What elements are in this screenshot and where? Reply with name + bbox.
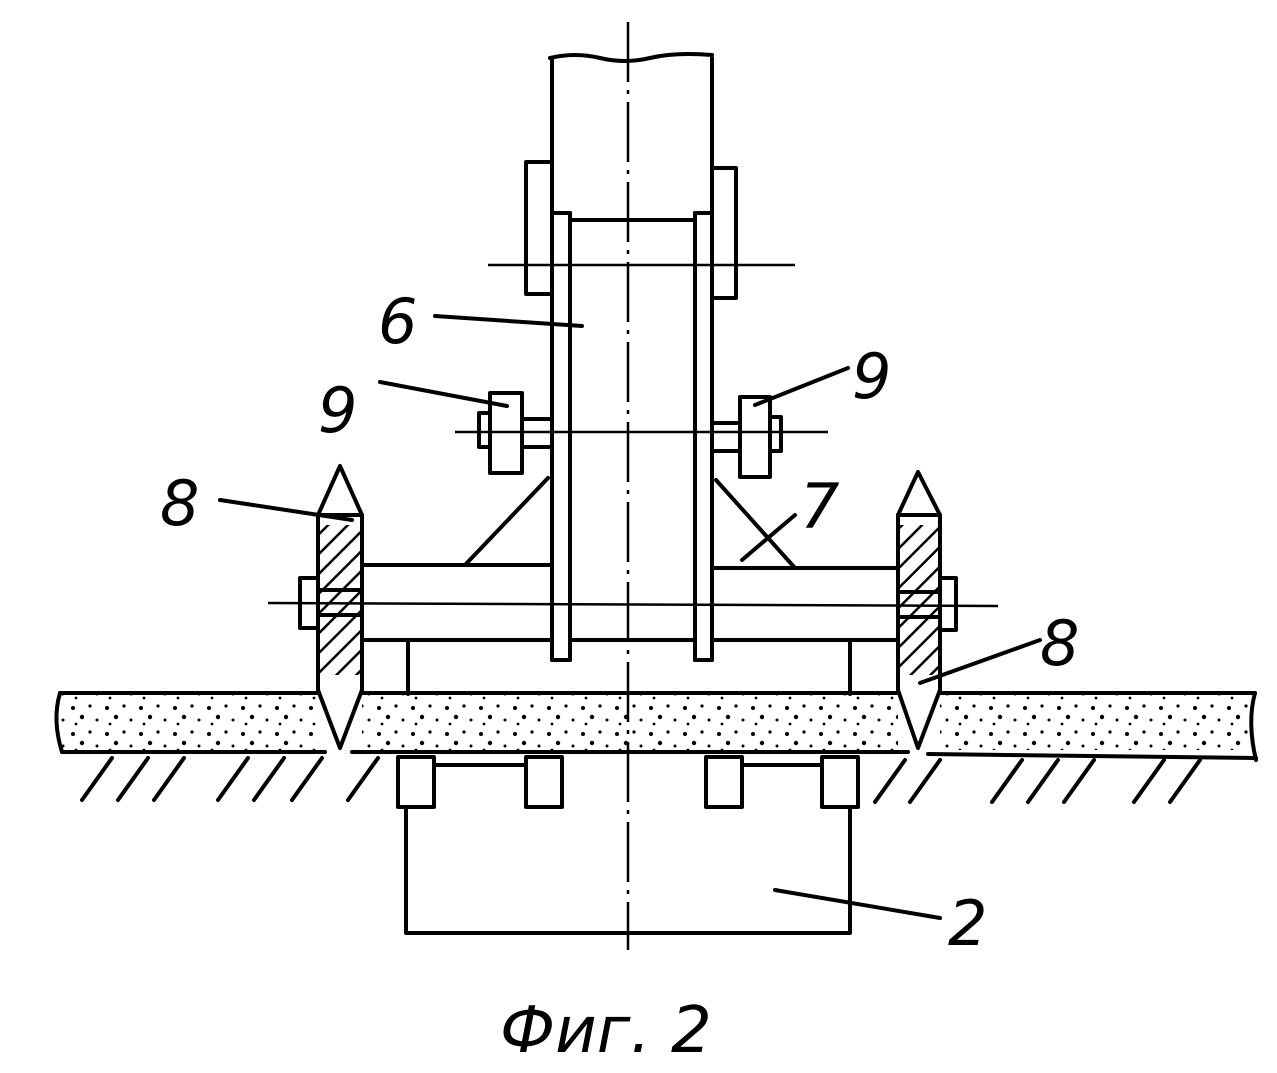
label-part-8-right: 8 — [1040, 607, 1079, 680]
brace-part-7 — [463, 476, 797, 570]
cutter-wheel-left-part-8 — [298, 464, 364, 750]
centerlines — [267, 22, 999, 950]
label-part-7: 7 — [800, 470, 839, 543]
label-part-2: 2 — [948, 887, 987, 960]
road-layer — [54, 691, 1258, 762]
label-part-6: 6 — [378, 285, 417, 358]
label-part-9-left: 9 — [318, 374, 357, 447]
mast — [548, 52, 714, 217]
upper-plates — [524, 160, 738, 300]
axle-beam — [360, 563, 900, 696]
ground-hatching — [80, 756, 1202, 804]
leader-lines — [218, 314, 1042, 920]
label-part-8-left: 8 — [160, 467, 199, 540]
label-part-9-right: 9 — [852, 340, 891, 413]
cutter-wheel-right-part-8 — [896, 470, 958, 750]
roller-right-part-9 — [710, 395, 783, 479]
figure-caption: Фиг. 2 — [500, 994, 712, 1068]
frame-part-6 — [550, 211, 714, 662]
